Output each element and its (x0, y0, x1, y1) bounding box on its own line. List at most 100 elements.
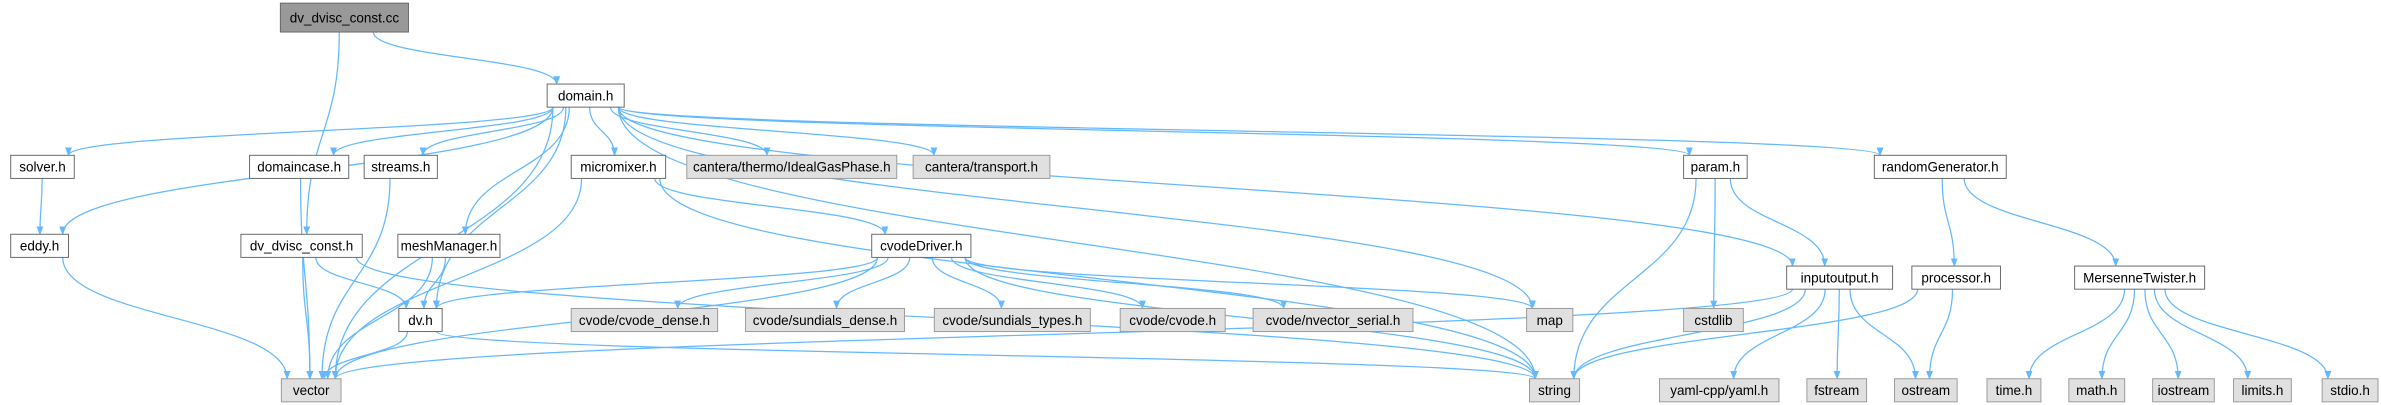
edge-inputoutput-h-to-yaml-h (1730, 289, 1826, 380)
node-eddy-h[interactable]: eddy.h (10, 233, 69, 258)
node-box (686, 154, 898, 179)
edge-domain-h-to-dv-h (432, 107, 567, 310)
node-cvode-h: cvode/cvode.h (1119, 307, 1226, 333)
node-solver-h[interactable]: solver.h (10, 154, 75, 179)
node-idealgasphase-h: cantera/thermo/IdealGasPhase.h (686, 154, 898, 179)
node-label: solver.h (19, 160, 65, 175)
node-label: MersenneTwister.h (2083, 270, 2196, 285)
node-param-h[interactable]: param.h (1683, 154, 1748, 179)
node-label: dv_dvisc_const.h (250, 239, 353, 254)
node-map: map (1526, 307, 1574, 333)
edge-solver-h-to-eddy-h (36, 178, 44, 236)
node-box (871, 233, 972, 258)
node-label: cvodeDriver.h (880, 239, 962, 254)
edge-cvodedriver-h-to-dv-h (433, 256, 879, 310)
node-mersennetwister-h[interactable]: MersenneTwister.h (2074, 265, 2206, 290)
edge-randomgenerator-h-to-processor-h (1941, 178, 1958, 267)
node-box (745, 307, 905, 333)
node-label: iostream (2158, 383, 2210, 398)
node-box (2233, 378, 2292, 403)
node-label: fstream (1814, 383, 1859, 398)
node-box (2321, 378, 2379, 403)
node-domain-h[interactable]: domain.h (546, 83, 625, 108)
node-layer: dv_dvisc_const.cc domain.h solver.h domainc… (10, 2, 2379, 403)
node-cvodedriver-h[interactable]: cvodeDriver.h (871, 233, 972, 258)
node-inputoutput-h[interactable]: inputoutput.h (1786, 265, 1894, 290)
edge-inputoutput-h-to-fstream (1833, 289, 1841, 380)
node-label: cantera/thermo/IdealGasPhase.h (693, 160, 891, 175)
edge-domain-h-to-param-h (617, 106, 1693, 157)
edge-domain-h-to-randomgenerator-h (617, 106, 1884, 157)
edge-domain-h-to-idealgasphase-h (609, 106, 771, 157)
node-box (279, 2, 409, 33)
node-label: math.h (2076, 383, 2117, 398)
node-transport-h: cantera/transport.h (912, 154, 1051, 179)
edge-inputoutput-h-to-ostream (1849, 289, 1919, 380)
node-box (1683, 307, 1744, 333)
edge-streams-h-to-vector (318, 178, 391, 380)
edge-domain-h-to-domaincase-h (330, 106, 554, 157)
edge-mersennetwister-h-to-iostream (2144, 289, 2182, 380)
edge-param-h-to-cstdlib (1710, 178, 1718, 310)
node-vector: vector (280, 378, 342, 403)
edge-dv-dvisc-const-h-to-dv-h (315, 257, 410, 310)
edge-dv-dvisc-const-h-to-vector (302, 257, 314, 380)
edge-micromixer-h-to-string (659, 178, 1539, 380)
edge-param-h-to-string (1570, 178, 1697, 380)
node-box (1683, 154, 1748, 179)
edge-eddy-h-to-vector (62, 257, 291, 380)
node-box (10, 154, 75, 179)
edge-domaincase-h-to-vector (299, 178, 314, 380)
node-yaml-h: yaml-cpp/yaml.h (1659, 378, 1780, 403)
node-box (249, 154, 350, 179)
edge-processor-h-to-string (1570, 289, 1919, 380)
node-box (1894, 378, 1958, 403)
node-string: string (1529, 378, 1581, 403)
node-label: cstdlib (1694, 313, 1732, 328)
node-dv-dvisc-const-cc[interactable]: dv_dvisc_const.cc (279, 2, 409, 33)
node-domaincase-h[interactable]: domaincase.h (249, 154, 350, 179)
edge-cvodedriver-h-to-sundials-types-h (931, 257, 1005, 310)
node-time-h: time.h (1986, 378, 2042, 403)
node-box (933, 307, 1091, 333)
node-box (912, 154, 1051, 179)
node-label: cvode/cvode_dense.h (579, 313, 710, 328)
node-box (398, 307, 443, 333)
node-randomgenerator-h[interactable]: randomGenerator.h (1873, 154, 2007, 179)
edge-domain-h-to-meshmanager-h (461, 107, 570, 236)
node-label: param.h (1691, 160, 1740, 175)
node-limits-h: limits.h (2233, 378, 2292, 403)
node-streams-h[interactable]: streams.h (363, 154, 438, 179)
node-label: ostream (1902, 383, 1951, 398)
edge-mersennetwister-h-to-math-h (2098, 289, 2136, 380)
edge-dv-dvisc-const-cc-to-domain-h (372, 31, 561, 85)
edge-dv-h-to-vector (320, 331, 409, 380)
node-box (397, 233, 501, 258)
node-dv-h[interactable]: dv.h (398, 307, 443, 333)
node-box (10, 233, 69, 258)
node-label: time.h (1996, 383, 2033, 398)
node-box (363, 154, 438, 179)
edge-cvodedriver-h-to-map (964, 256, 1536, 310)
node-label: micromixer.h (580, 160, 656, 175)
node-box (2152, 378, 2215, 403)
node-box (1786, 265, 1894, 290)
node-sundials-types-h: cvode/sundials_types.h (933, 307, 1091, 333)
node-math-h: math.h (2068, 378, 2126, 403)
node-micromixer-h[interactable]: micromixer.h (570, 154, 667, 179)
edge-domain-h-to-map (617, 107, 1536, 310)
edge-meshmanager-h-to-dv-h (420, 257, 447, 310)
node-meshmanager-h[interactable]: meshManager.h (397, 233, 501, 258)
edge-meshmanager-h-to-vector (324, 257, 434, 380)
node-label: cvode/sundials_types.h (942, 313, 1082, 328)
node-label: limits.h (2241, 383, 2283, 398)
edge-domain-h-to-streams-h (419, 106, 565, 157)
edge-dv-dvisc-const-cc-to-dv-dvisc-const-h (303, 32, 340, 236)
node-dv-dvisc-const-h[interactable]: dv_dvisc_const.h (240, 233, 363, 258)
node-label: string (1538, 383, 1571, 398)
edge-domain-h-to-solver-h (65, 106, 554, 157)
node-processor-h[interactable]: processor.h (1911, 265, 2001, 290)
edge-micromixer-h-to-cvodedriver-h (654, 178, 889, 236)
edge-inputoutput-h-to-vector (332, 288, 1794, 380)
node-box (1252, 307, 1414, 333)
